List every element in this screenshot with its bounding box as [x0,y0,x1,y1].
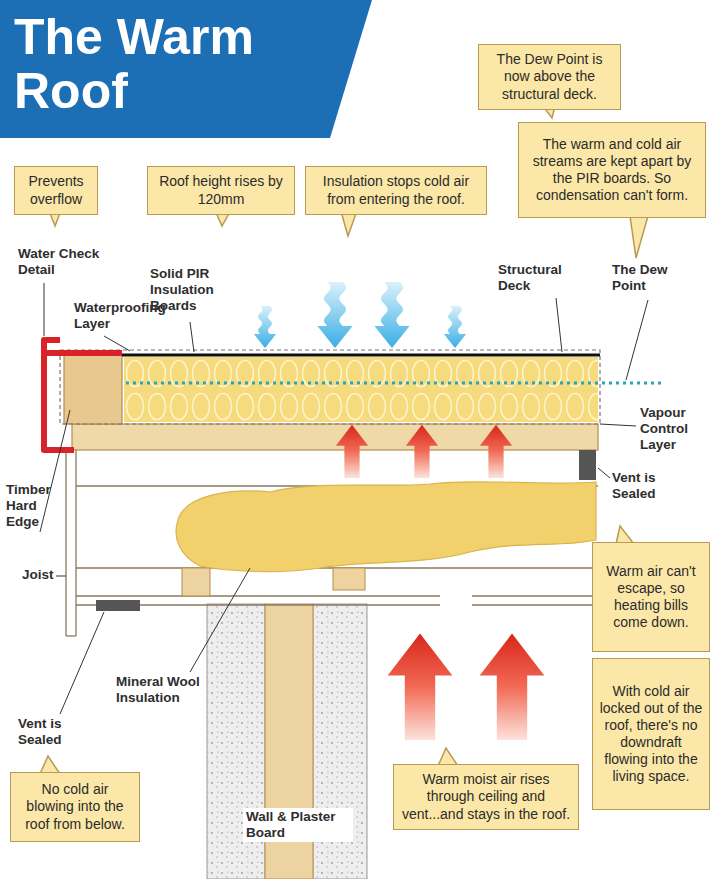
cold-air-arrow [317,282,352,348]
callout-box: Warm air can't escape, so heating bills … [592,542,710,652]
callout-text: Warm moist air rises through ceiling and… [400,771,572,822]
vent [96,600,140,611]
callout-text: The warm and cold air streams are kept a… [525,136,699,204]
part-label: Timber Hard Edge [6,482,68,531]
timber-hard-edge [64,354,122,424]
part-label: Water Check Detail [18,246,118,278]
callout-box: Insulation stops cold air from entering … [305,166,487,215]
timber-block [333,568,365,590]
water-check [44,340,122,450]
structural-deck [72,424,598,450]
timber-block [182,568,210,596]
joist-lines [66,450,598,636]
callout-text: Insulation stops cold air from entering … [312,173,480,207]
waterproofing-layer [122,354,600,357]
vapour-control-layer [60,350,600,424]
mineral-wool [176,482,596,572]
part-label: Vapour Control Layer [640,405,714,454]
cold-air-arrow [254,306,276,348]
warm-air-arrow [406,425,438,478]
part-label: The Dew Point [612,262,684,294]
title-banner [0,0,372,138]
callout-box: No cold air blowing into the roof from b… [10,772,140,842]
callout-box: The warm and cold air streams are kept a… [518,122,706,218]
warm-air-arrow [480,634,545,740]
vent [579,450,596,480]
warm-air-arrow [480,425,512,478]
pir-insulation [124,357,598,422]
part-label: Joist [22,567,72,583]
callout-text: Warm air can't escape, so heating bills … [599,563,703,631]
part-label: Mineral Wool Insulation [116,674,206,706]
part-label: Vent is Sealed [612,470,684,502]
callout-box: Roof height rises by 120mm [147,166,295,215]
leader-lines [40,283,648,714]
warm-air-arrow [388,634,453,740]
callout-box: Warm moist air rises through ceiling and… [393,764,579,830]
callout-text: Prevents overflow [21,173,91,207]
callout-text: No cold air blowing into the roof from b… [17,781,133,832]
warm-air-arrow [336,425,368,478]
part-label: Structural Deck [498,262,584,294]
callout-text: With cold air locked out of the roof, th… [599,683,703,785]
callout-text: Roof height rises by 120mm [154,173,288,207]
part-label: Waterproofing Layer [74,300,182,332]
callout-box: With cold air locked out of the roof, th… [592,658,710,810]
part-label: Wall & Plaster Board [243,808,353,842]
callout-text: The Dew Point is now above the structura… [485,51,614,102]
callout-box: The Dew Point is now above the structura… [478,44,621,110]
part-label: Vent is Sealed [18,716,90,748]
title: The Warm Roof [14,10,314,118]
callout-box: Prevents overflow [14,166,98,215]
cold-air-arrow [374,282,409,348]
cold-air-arrow [444,306,466,348]
dew-point-line [126,382,662,385]
